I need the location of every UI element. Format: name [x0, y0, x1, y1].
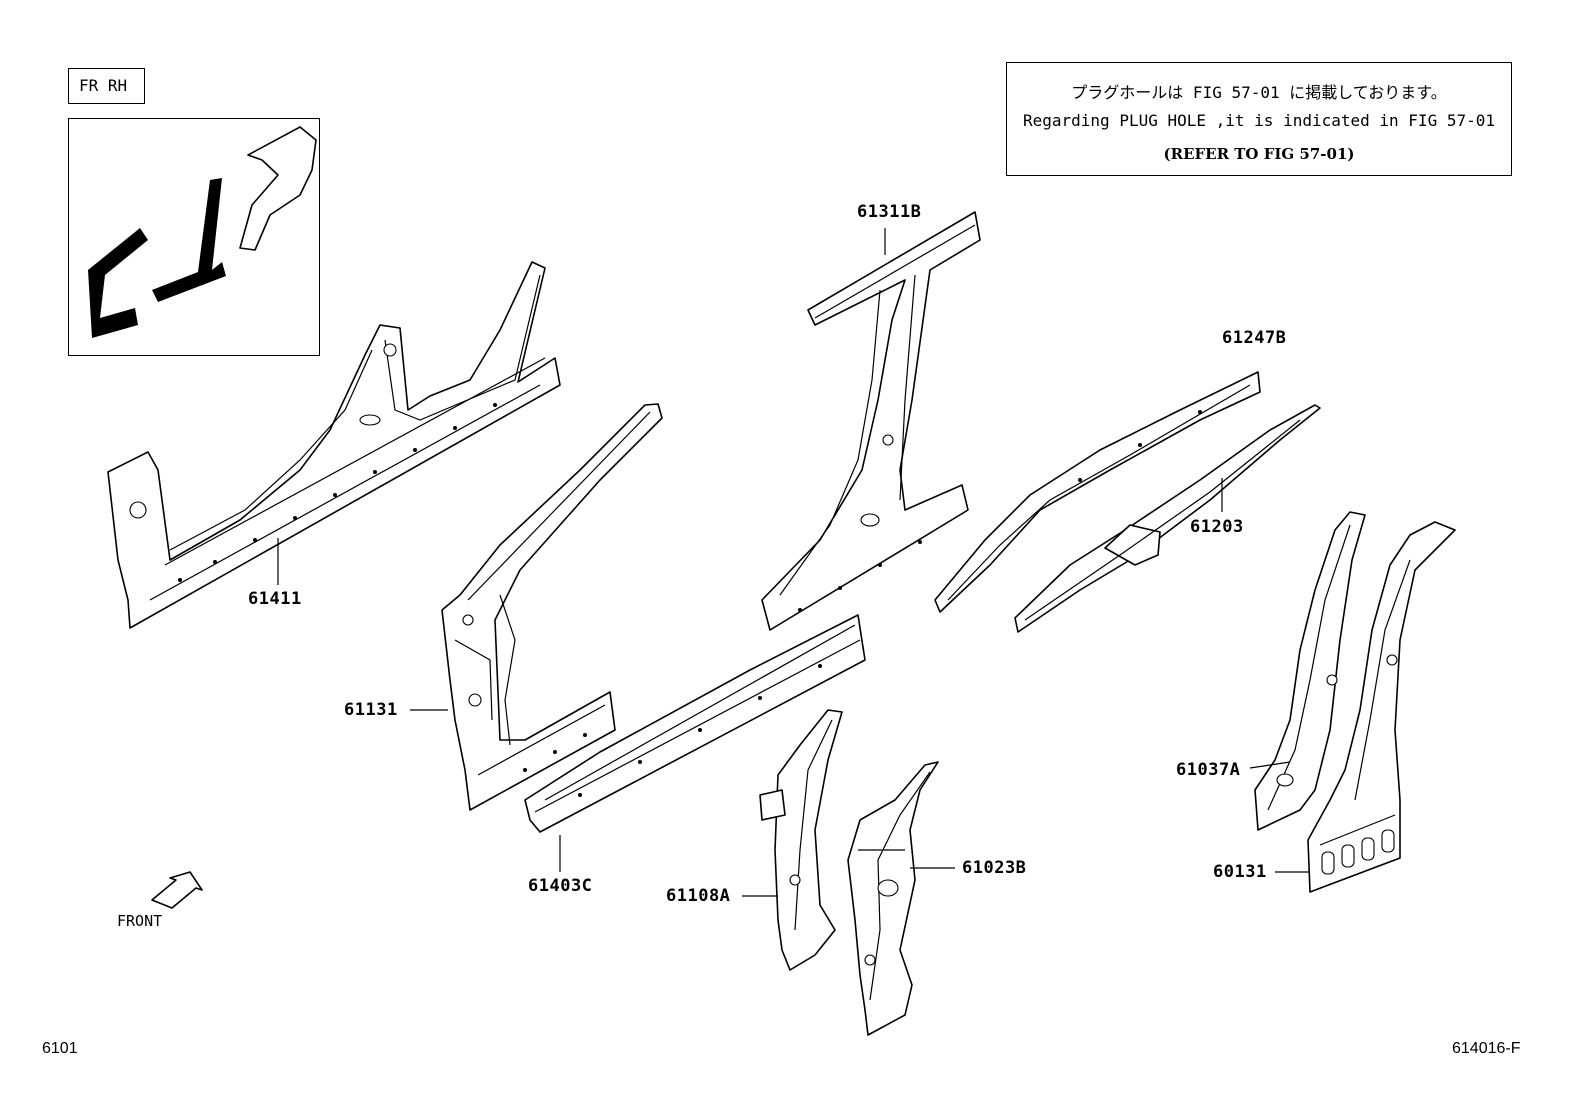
inset-filled-sill [88, 228, 148, 338]
part-61247B-drawing [934, 371, 1261, 613]
part-label-61311B[interactable]: 61311B [857, 202, 922, 222]
part-label-61203[interactable]: 61203 [1190, 517, 1244, 537]
part-label-61411[interactable]: 61411 [248, 589, 302, 609]
part-61108A-drawing [742, 709, 843, 971]
position-tag-text: FR RH [79, 76, 128, 95]
plug-hole-note: プラグホールは FIG 57-01 に掲載しております。 Regarding P… [1006, 62, 1512, 176]
part-61023B-drawing [847, 761, 955, 1036]
part-61403C-drawing [524, 614, 866, 872]
part-label-61037A[interactable]: 61037A [1176, 760, 1241, 780]
locator-inset-drawing [88, 126, 317, 338]
part-label-61131[interactable]: 61131 [344, 700, 398, 720]
note-line-english: Regarding PLUG HOLE ,it is indicated in … [1022, 111, 1495, 130]
part-label-61247B[interactable]: 61247B [1222, 328, 1287, 348]
page-number-left: 6101 [42, 1040, 78, 1057]
front-label: FRONT [117, 912, 163, 930]
note-line-reference: (REFER TO FIG 57-01) [1163, 145, 1355, 163]
part-label-61108A[interactable]: 61108A [666, 886, 731, 906]
part-61037A-drawing [1249, 511, 1366, 831]
front-arrow-icon [151, 871, 203, 909]
part-label-61023B[interactable]: 61023B [962, 858, 1027, 878]
part-61311B-drawing [761, 211, 981, 631]
part-61131-drawing [410, 403, 663, 811]
part-61411-drawing [107, 261, 561, 629]
position-tag: FR RH [68, 68, 145, 104]
locator-inset [68, 118, 320, 356]
inset-outline-part [239, 126, 317, 251]
part-label-60131[interactable]: 60131 [1213, 862, 1267, 882]
note-line-japanese: プラグホールは FIG 57-01 に掲載しております。 [1071, 83, 1447, 102]
part-label-61403C[interactable]: 61403C [528, 876, 593, 896]
inset-filled-pillar [152, 178, 226, 302]
figure-code-right: 614016-F [1452, 1040, 1521, 1057]
part-61203-drawing [1014, 404, 1321, 633]
part-60131-drawing [1275, 521, 1456, 893]
